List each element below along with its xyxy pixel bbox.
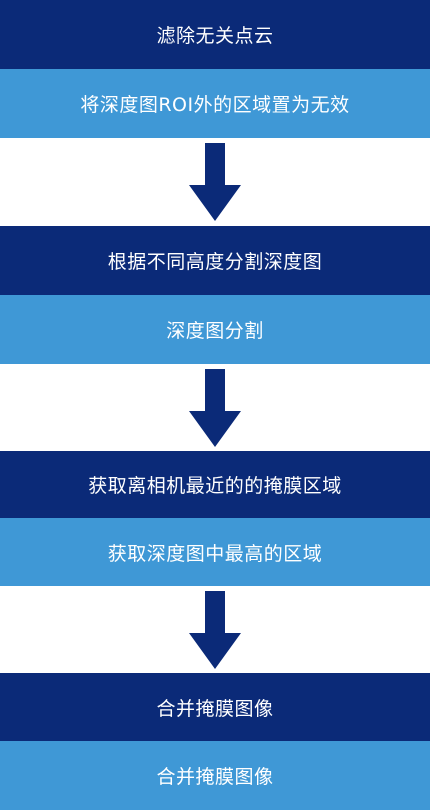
step-1-title: 滤除无关点云 [0,0,430,69]
arrow-down-icon [0,591,430,669]
step-4-title: 合并掩膜图像 [0,673,430,741]
arrow-down-icon [0,369,430,447]
step-2-title: 根据不同高度分割深度图 [0,226,430,295]
arrow-down-icon [0,143,430,221]
step-2-desc: 深度图分割 [0,295,430,364]
step-4-desc: 合并掩膜图像 [0,741,430,810]
step-3-title: 获取离相机最近的的掩膜区域 [0,451,430,518]
step-3-desc: 获取深度图中最高的区域 [0,518,430,586]
step-1-desc: 将深度图ROI外的区域置为无效 [0,69,430,138]
